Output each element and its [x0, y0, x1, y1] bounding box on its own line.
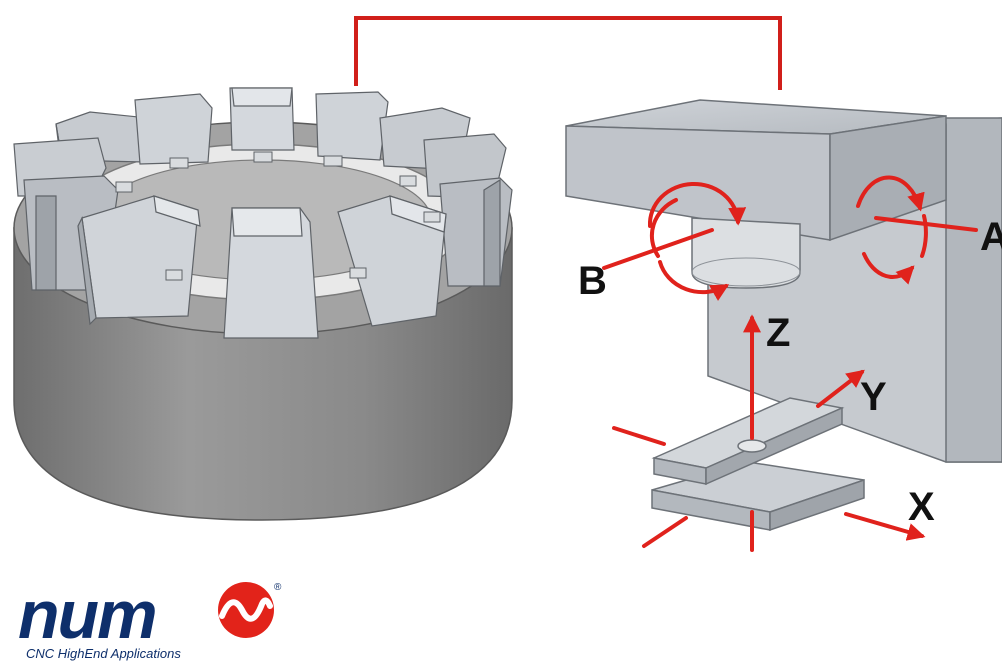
tool-magazine [13, 87, 513, 521]
axis-arrows [602, 175, 978, 552]
axis-label-y: Y [860, 375, 887, 419]
x-axis-arrow [844, 512, 926, 541]
a-rotation-arc-top [856, 175, 925, 212]
a-rotation-arc-right [920, 214, 928, 258]
num-logo: num ® CNC HighEnd Applications [18, 577, 282, 661]
axis-label-x: X [908, 485, 935, 529]
b-rotation-arc-left [649, 198, 678, 258]
tool-clips [115, 151, 441, 281]
a-rotation-arc-bottom [862, 252, 915, 285]
worktable [651, 397, 865, 532]
connector-line [354, 16, 782, 90]
y-axis-arrow [816, 369, 865, 408]
logo-wordmark: num [18, 577, 156, 653]
axis-label-a: A [980, 215, 1002, 259]
x-axis-tail [612, 426, 666, 446]
tool-pockets-front [77, 195, 447, 339]
logo-emblem-icon [218, 582, 274, 638]
table-upper-side [705, 406, 843, 486]
logo-tagline: CNC HighEnd Applications [26, 646, 181, 661]
b-axis-pointer [602, 228, 714, 270]
table-lower-side [769, 478, 865, 532]
workpiece [737, 439, 767, 453]
registered-mark: ® [274, 582, 282, 593]
y-axis-tail [642, 516, 688, 548]
axis-label-b: B [578, 259, 607, 303]
machine-head [565, 99, 1002, 463]
spindle [691, 217, 801, 289]
b-rotation-arc-bottom [658, 260, 730, 301]
b-rotation-arc-top [647, 182, 747, 228]
axis-label-z: Z [766, 311, 790, 355]
